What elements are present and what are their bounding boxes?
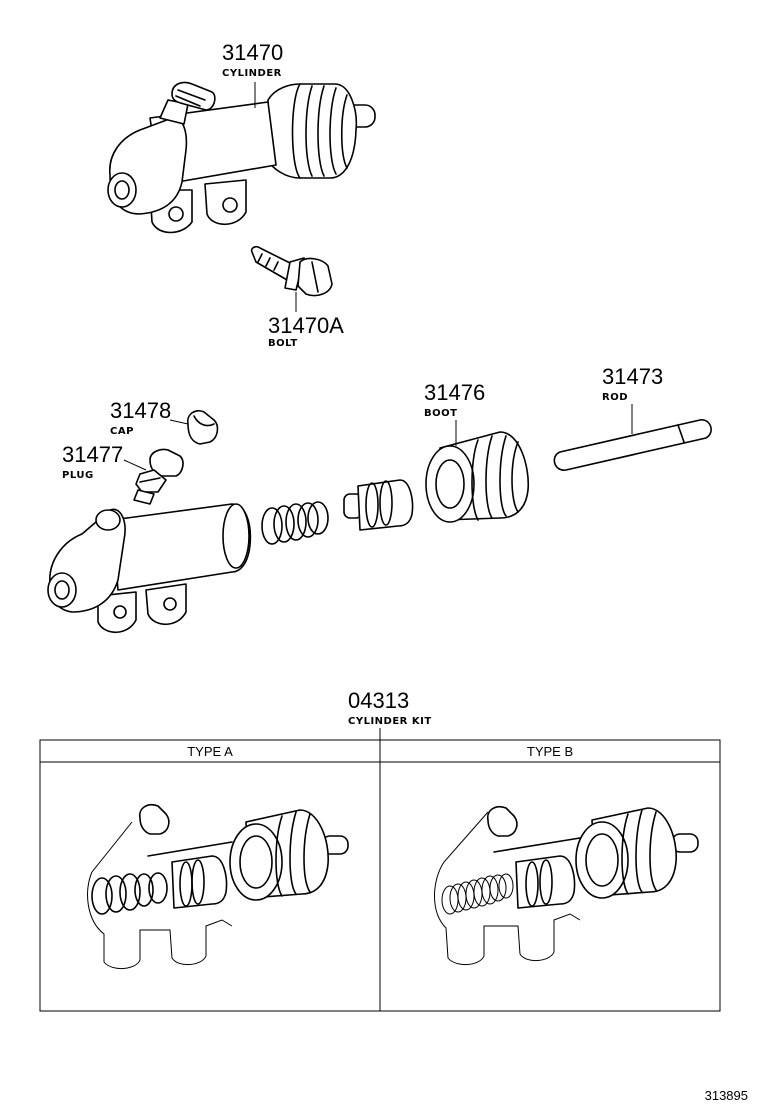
cylinder-body-drawing bbox=[47, 503, 252, 634]
bolt-part-number: 31470A bbox=[268, 313, 344, 338]
leader-cap bbox=[169, 419, 189, 425]
type-a-kit-drawing bbox=[87, 803, 349, 969]
kit-part-number: 04313 bbox=[348, 688, 409, 713]
type-a-header: TYPE A bbox=[187, 744, 233, 759]
cylinder-part-name: CYLINDER bbox=[222, 68, 282, 79]
cylinder-assembly-drawing bbox=[107, 81, 376, 234]
type-b-spring bbox=[441, 873, 514, 915]
plug-part-number: 31477 bbox=[62, 442, 123, 467]
rod-part-number: 31473 bbox=[602, 364, 663, 389]
bolt-part-name: BOLT bbox=[268, 338, 298, 349]
cylinder-part-number: 31470 bbox=[222, 40, 283, 65]
plug-drawing bbox=[133, 448, 184, 505]
kit-part-name: CYLINDER KIT bbox=[348, 716, 432, 727]
kit-table: TYPE A TYPE B bbox=[39, 739, 721, 1012]
piston-drawing bbox=[343, 479, 414, 531]
type-b-kit-drawing bbox=[434, 805, 699, 965]
rod-drawing bbox=[553, 419, 712, 471]
spring-drawing bbox=[261, 501, 329, 545]
boot-part-name: BOOT bbox=[424, 408, 457, 419]
leader-plug bbox=[123, 459, 147, 471]
boot-part-number: 31476 bbox=[424, 380, 485, 405]
rod-part-name: ROD bbox=[602, 392, 628, 403]
type-b-header: TYPE B bbox=[527, 744, 573, 759]
boot-drawing bbox=[425, 431, 530, 523]
plug-part-name: PLUG bbox=[62, 470, 94, 481]
bolt-drawing bbox=[250, 245, 333, 297]
cap-drawing bbox=[186, 409, 219, 445]
cap-part-number: 31478 bbox=[110, 398, 171, 423]
cap-part-name: CAP bbox=[110, 426, 134, 437]
catalog-id: 313895 bbox=[705, 1088, 748, 1103]
